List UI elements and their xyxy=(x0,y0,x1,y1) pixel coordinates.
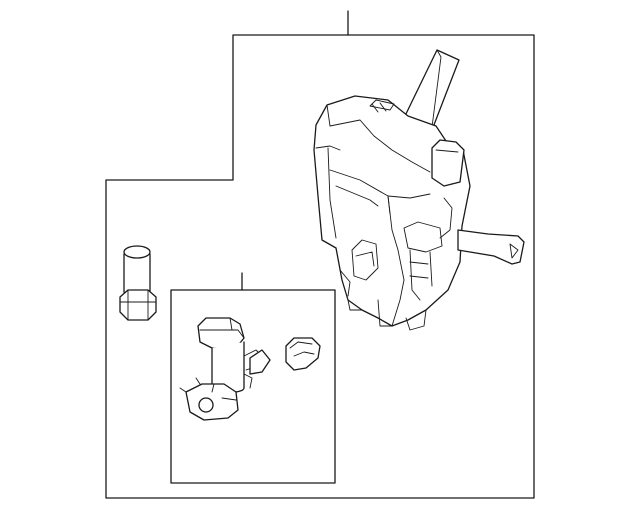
sub-assembly-frame xyxy=(170,289,336,484)
sensor-plug xyxy=(119,245,157,321)
washer-reservoir-assembly xyxy=(313,49,525,331)
main-assembly-frame xyxy=(105,34,535,499)
washer-pump xyxy=(179,317,271,421)
pump-grommet xyxy=(285,337,321,371)
